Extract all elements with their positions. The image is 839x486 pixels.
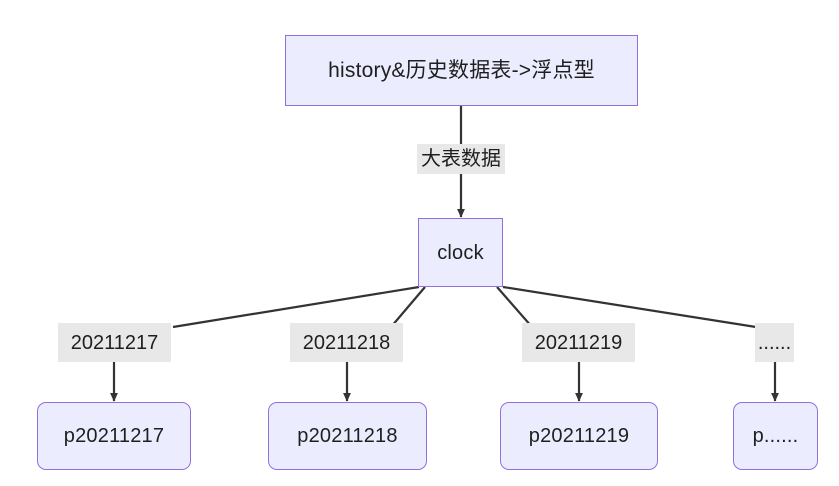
node-partition-p20211219[interactable]: p20211219	[500, 402, 658, 470]
edge-clock-to-pdots-diagonal	[502, 285, 757, 329]
node-partition-p20211219-label: p20211219	[528, 425, 630, 447]
node-history-source[interactable]: history&历史数据表->浮点型	[285, 35, 638, 106]
edge-label-20211217: 20211217	[58, 323, 171, 362]
node-partition-pdots-label: p......	[752, 425, 799, 447]
node-clock-hub-label: clock	[437, 241, 484, 264]
edge-label-20211218-text: 20211218	[302, 331, 391, 354]
node-clock-hub[interactable]: clock	[418, 218, 503, 287]
edge-label-big-table-data-text: 大表数据	[421, 148, 501, 170]
edge-label-20211217-text: 20211217	[70, 331, 159, 354]
node-partition-p20211217-label: p20211217	[63, 425, 165, 447]
node-partition-p20211218[interactable]: p20211218	[268, 402, 427, 470]
node-partition-p20211217[interactable]: p20211217	[37, 402, 191, 470]
edge-clock-to-p20211218-diagonal	[390, 286, 426, 328]
edge-label-big-table-data: 大表数据	[417, 144, 505, 174]
node-history-source-label: history&历史数据表->浮点型	[328, 59, 595, 82]
edge-label-20211218: 20211218	[290, 323, 403, 362]
edge-clock-to-p20211219-diagonal	[496, 286, 533, 328]
node-partition-p20211218-label: p20211218	[297, 425, 398, 447]
edge-label-ellipsis-text: ......	[757, 331, 792, 354]
edge-clock-to-p20211217-diagonal	[172, 285, 420, 329]
edge-label-20211219-text: 20211219	[534, 331, 623, 354]
edge-label-20211219: 20211219	[522, 323, 635, 362]
node-partition-pdots[interactable]: p......	[733, 402, 818, 470]
edge-label-ellipsis: ......	[755, 323, 794, 362]
